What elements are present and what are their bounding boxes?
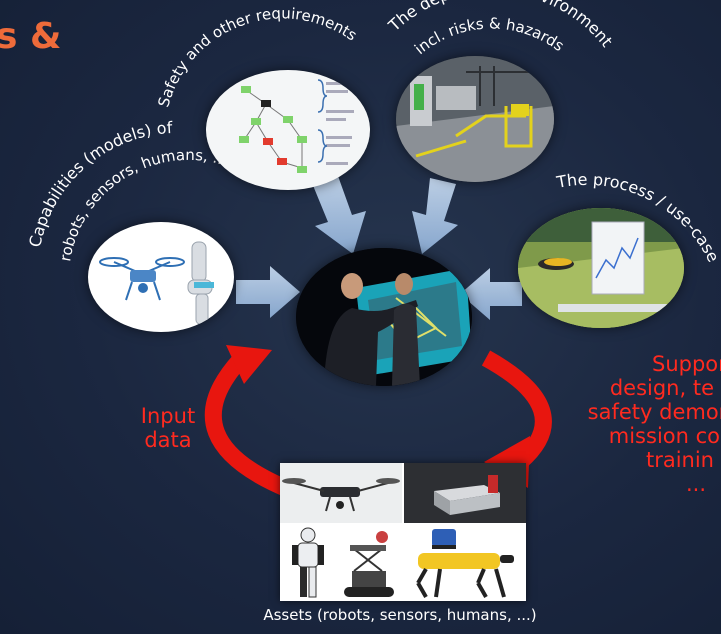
asset-humanoid-image — [280, 525, 336, 601]
support-line-1: Support — [651, 352, 721, 376]
flow-arrow-deployment — [412, 178, 458, 254]
asset-sensor-image — [404, 463, 526, 523]
asset-drone-image — [280, 463, 402, 523]
assets-caption: Assets (robots, sensors, humans, ...) — [263, 606, 537, 624]
support-line-2: design, te — [609, 376, 714, 400]
capabilities-image — [88, 222, 234, 332]
flow-arrow-process — [460, 268, 522, 320]
deployment-environment-image — [396, 56, 554, 182]
support-line-6: ... — [685, 472, 706, 496]
center-visualization-image — [296, 248, 472, 386]
support-line-4: mission co — [608, 424, 720, 448]
requirements-image — [206, 70, 370, 190]
assets-collage — [280, 463, 526, 601]
process-image — [518, 208, 684, 328]
input-data-label: Input data — [128, 404, 208, 452]
input-data-line1: Input — [140, 404, 196, 428]
flow-arrow-safety — [312, 176, 366, 254]
asset-tracked-robot-image — [336, 525, 402, 601]
input-data-line2: data — [144, 428, 192, 452]
red-arc-right — [481, 350, 552, 469]
support-line-5: trainin — [645, 448, 714, 472]
asset-quadruped-image — [404, 525, 526, 601]
support-text: Support design, te safety demon mission … — [540, 352, 721, 496]
flow-arrow-capabilities — [236, 266, 300, 318]
red-arrowhead-left — [226, 345, 272, 384]
red-arc-left — [204, 354, 294, 498]
label-deployment-line2: incl. risks & hazards — [411, 14, 568, 58]
support-line-3: safety demon — [587, 400, 721, 424]
slide-title-fragment: s & — [0, 16, 62, 57]
